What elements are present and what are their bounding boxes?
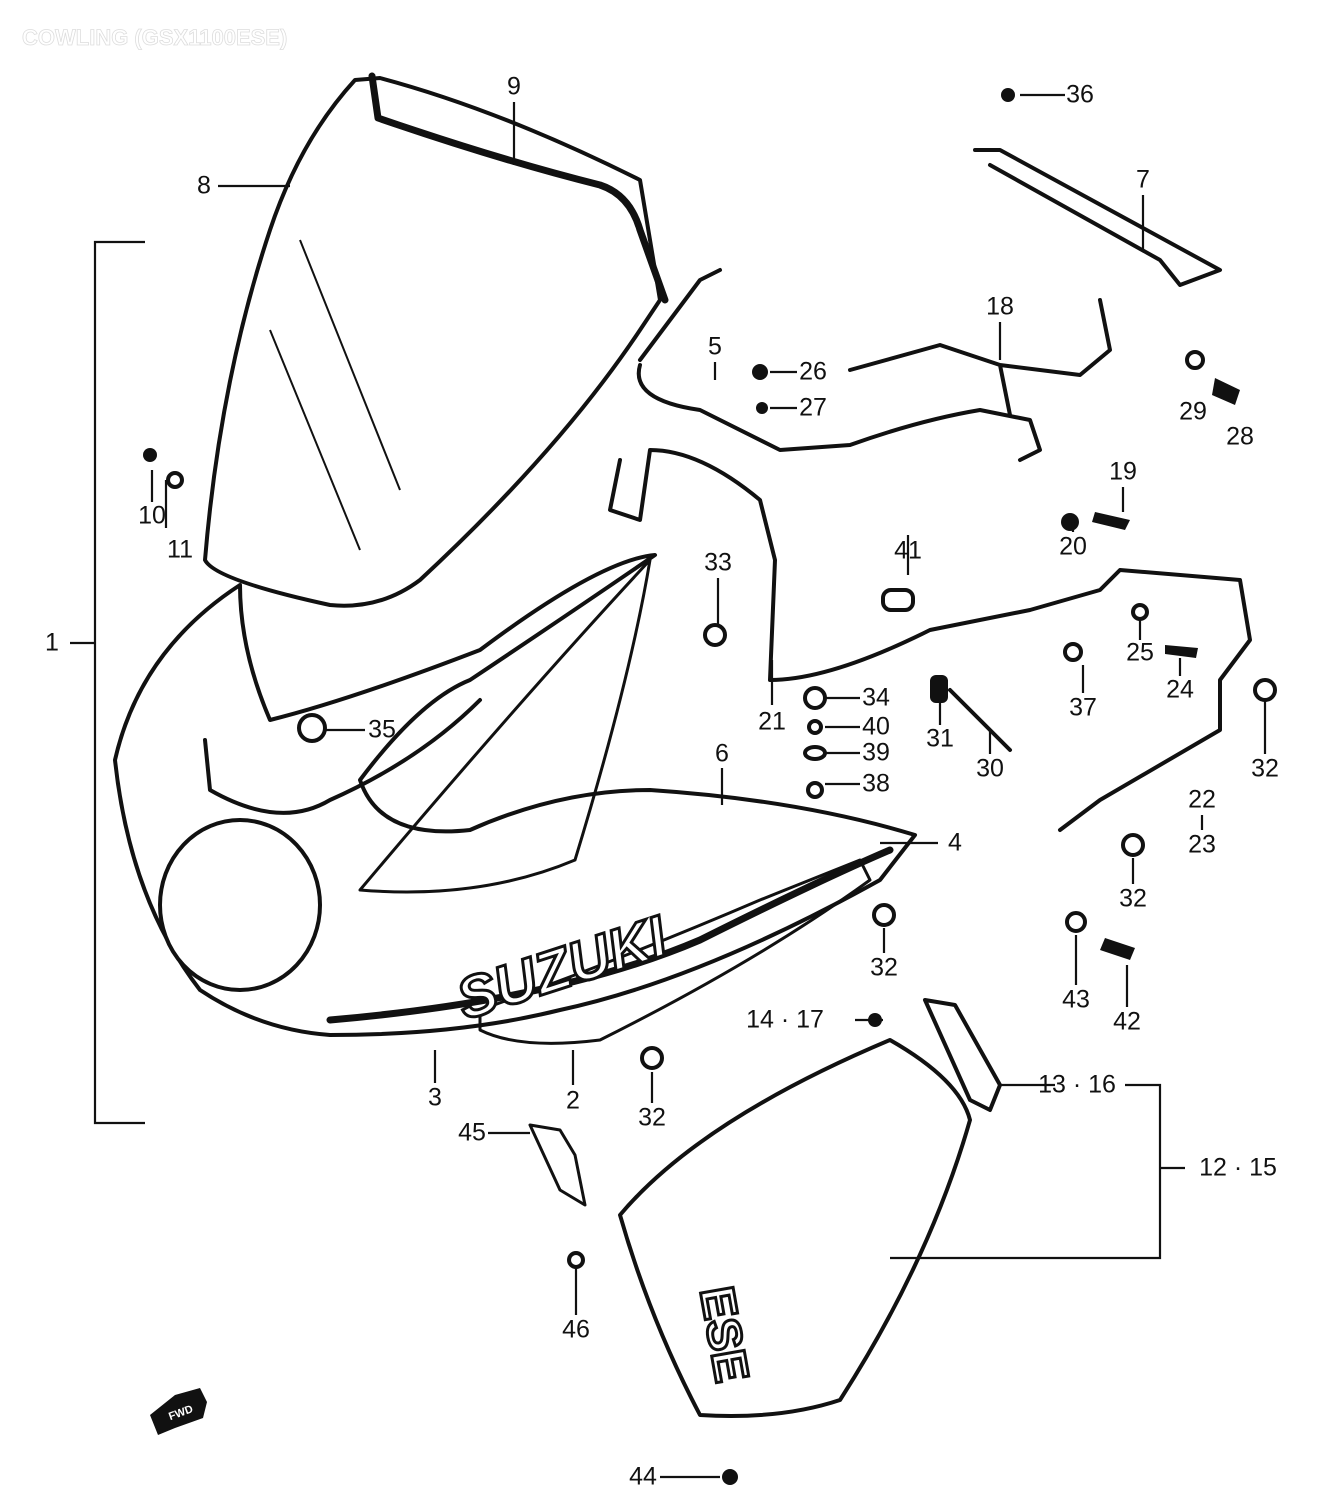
callout-7: 7 [1136,166,1150,194]
callout-19: 19 [1109,458,1137,486]
callout-28: 28 [1226,423,1254,451]
callout-38: 38 [862,770,890,798]
forward-arrow-icon: FWD [150,1388,207,1435]
callout-46: 46 [562,1316,590,1344]
callout-39: 39 [862,739,890,767]
callout-3: 3 [428,1084,442,1112]
diagram-title: COWLING (GSX1100ESE) [22,25,287,50]
callout-9: 9 [507,73,521,101]
callout-8: 8 [197,172,211,200]
fasteners [143,88,1277,1485]
callout-1: 1 [45,629,59,657]
side-cover-part-12: ESE [618,998,1002,1418]
callout-36: 36 [1066,81,1094,109]
callout-33: 33 [704,549,732,577]
callout-11: 11 [167,536,193,564]
callout-43: 43 [1062,986,1090,1014]
upper-cowl-part-3: SUZUKI [113,553,917,1045]
callout-32: 32 [1251,755,1279,783]
callout-21: 21 [758,708,786,736]
callout-32: 32 [870,954,898,982]
callout-20: 20 [1059,533,1087,561]
cowling-brace-part-21 [608,148,1252,832]
callout-32: 32 [638,1104,666,1132]
callout-27: 27 [799,394,827,422]
callout-25: 25 [1126,639,1154,667]
callout-12-15: 12 · 15 [1199,1154,1277,1182]
leader-lines [70,93,1267,1479]
callout-6: 6 [715,740,729,768]
callout-10: 10 [138,502,166,530]
callout-31: 31 [926,725,954,753]
callout-41: 41 [894,537,922,565]
callout-13-16: 13 · 16 [1038,1071,1116,1099]
callout-23: 23 [1188,831,1216,859]
callout-45: 45 [458,1119,486,1147]
callout-44: 44 [629,1463,657,1491]
callout-29: 29 [1179,398,1207,426]
callout-26: 26 [799,358,827,386]
callout-42: 42 [1113,1008,1141,1036]
windscreen-part-8 [203,72,669,608]
callout-22: 22 [1188,786,1216,814]
callout-5: 5 [708,333,722,361]
callout-35: 35 [368,716,396,744]
callout-30: 30 [976,755,1004,783]
callout-14-17: 14 · 17 [746,1006,824,1034]
callout-labels: 36 9 7 8 18 5 26 27 29 28 10 11 19 20 41… [45,73,1279,1491]
callout-34: 34 [862,684,890,712]
callout-32: 32 [1119,885,1147,913]
callout-37: 37 [1069,694,1097,722]
callout-2: 2 [566,1087,580,1115]
callout-40: 40 [862,713,890,741]
callout-18: 18 [986,293,1014,321]
callout-24: 24 [1166,676,1194,704]
callout-4: 4 [948,829,962,857]
